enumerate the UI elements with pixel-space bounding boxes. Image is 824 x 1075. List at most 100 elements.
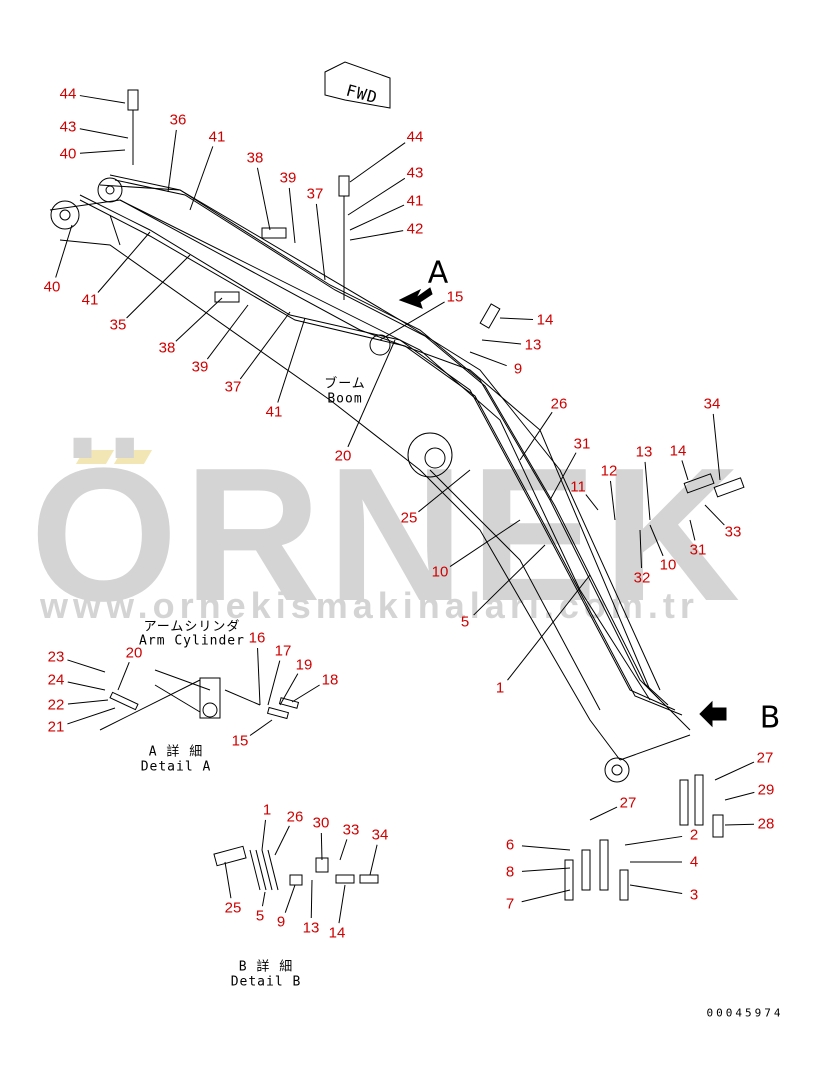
leader-line	[418, 469, 471, 513]
detail-b-title-en: Detail B	[230, 974, 302, 990]
leader-line	[639, 529, 643, 569]
callout-part-40: 40	[43, 278, 61, 296]
drawing-number: 00045974	[706, 1006, 784, 1020]
callout-part-39: 39	[191, 358, 209, 376]
callout-part-44: 44	[59, 85, 77, 103]
leader-line	[473, 544, 546, 616]
callout-part-18: 18	[321, 671, 339, 689]
leader-line	[288, 187, 296, 244]
callout-part-11: 11	[570, 478, 586, 496]
boom-label-jp: ブーム	[324, 376, 366, 392]
callout-part-5: 5	[460, 613, 470, 631]
callout-part-12: 12	[600, 462, 618, 480]
detail-b-title-jp: B 詳 細	[238, 959, 294, 975]
leader-line	[189, 146, 214, 211]
callout-part-19: 19	[295, 656, 313, 674]
leader-line	[310, 879, 313, 919]
leader-line	[67, 699, 109, 705]
leader-line	[724, 791, 755, 801]
leader-line	[97, 231, 151, 293]
detail-a-sketch	[99, 669, 300, 731]
callout-part-10: 10	[431, 563, 449, 581]
leader-line	[609, 480, 616, 521]
callout-part-42: 42	[406, 220, 424, 238]
callout-part-37: 37	[306, 185, 324, 203]
callout-part-34: 34	[371, 826, 389, 844]
arm-cylinder-label-jp: アームシリンダ	[143, 619, 241, 635]
callout-part-14: 14	[669, 442, 687, 460]
leader-line	[79, 95, 126, 104]
callout-part-24: 24	[47, 671, 65, 689]
leader-line	[79, 149, 126, 154]
callout-part-9: 9	[276, 913, 286, 931]
leader-line	[55, 224, 73, 278]
leader-line	[369, 844, 378, 876]
leader-line	[224, 861, 232, 899]
callout-part-14: 14	[536, 311, 554, 329]
callout-part-2: 2	[689, 826, 699, 844]
leader-line	[206, 304, 249, 360]
callout-part-4: 4	[689, 853, 699, 871]
view-b-label: B	[759, 700, 781, 736]
view-a-arrow-icon	[398, 287, 433, 309]
callout-part-38: 38	[246, 149, 264, 167]
leader-line	[277, 317, 306, 403]
leader-line	[681, 460, 689, 481]
callout-part-3: 3	[689, 886, 699, 904]
callout-part-22: 22	[47, 696, 65, 714]
leader-line	[257, 647, 261, 706]
callout-part-7: 7	[505, 895, 515, 913]
leader-line	[712, 413, 721, 481]
callout-part-31: 31	[689, 541, 707, 559]
leader-line	[589, 806, 618, 821]
arm-cylinder-label-en: Arm Cylinder	[139, 633, 245, 649]
callout-part-27: 27	[756, 749, 774, 767]
leader-line	[117, 661, 130, 691]
leader-line	[67, 681, 106, 691]
leader-line	[291, 684, 320, 703]
leader-line	[349, 204, 405, 231]
leader-line	[507, 574, 591, 681]
callout-part-26: 26	[550, 395, 568, 413]
callout-part-36: 36	[169, 111, 187, 129]
leader-lines	[55, 95, 755, 924]
callout-part-41: 41	[406, 192, 424, 210]
leader-line	[349, 230, 404, 241]
callout-part-27: 27	[619, 794, 637, 812]
leader-line	[549, 452, 577, 501]
view-b-arrow-icon	[699, 700, 727, 728]
leader-line	[481, 339, 522, 345]
leader-line	[347, 177, 406, 216]
callout-part-25: 25	[400, 509, 418, 527]
callout-part-21: 21	[47, 718, 65, 736]
leader-line	[175, 297, 223, 342]
leader-line	[449, 519, 521, 567]
callout-part-20: 20	[125, 644, 143, 662]
callout-part-26: 26	[286, 808, 304, 826]
callout-part-38: 38	[158, 339, 176, 357]
detail-a-title-en: Detail A	[140, 759, 212, 775]
leader-line	[521, 889, 571, 903]
callout-part-43: 43	[406, 164, 424, 182]
leader-line	[521, 845, 571, 851]
hydraulic-pipes	[79, 174, 683, 716]
callout-part-17: 17	[274, 642, 292, 660]
leader-line	[499, 317, 534, 321]
callout-part-5: 5	[255, 907, 265, 925]
fwd-arrow-icon	[324, 61, 391, 109]
callout-part-43: 43	[59, 118, 77, 136]
boom-outline	[49, 177, 691, 783]
fasteners	[127, 89, 745, 901]
callout-part-44: 44	[406, 128, 424, 146]
callout-part-33: 33	[724, 523, 742, 541]
callout-part-10: 10	[659, 556, 677, 574]
callout-part-1: 1	[495, 679, 505, 697]
leader-line	[274, 825, 290, 856]
callout-part-32: 32	[633, 569, 651, 587]
leader-line	[315, 203, 326, 281]
callout-part-37: 37	[224, 378, 242, 396]
leader-line	[67, 659, 106, 673]
callout-part-29: 29	[757, 781, 775, 799]
